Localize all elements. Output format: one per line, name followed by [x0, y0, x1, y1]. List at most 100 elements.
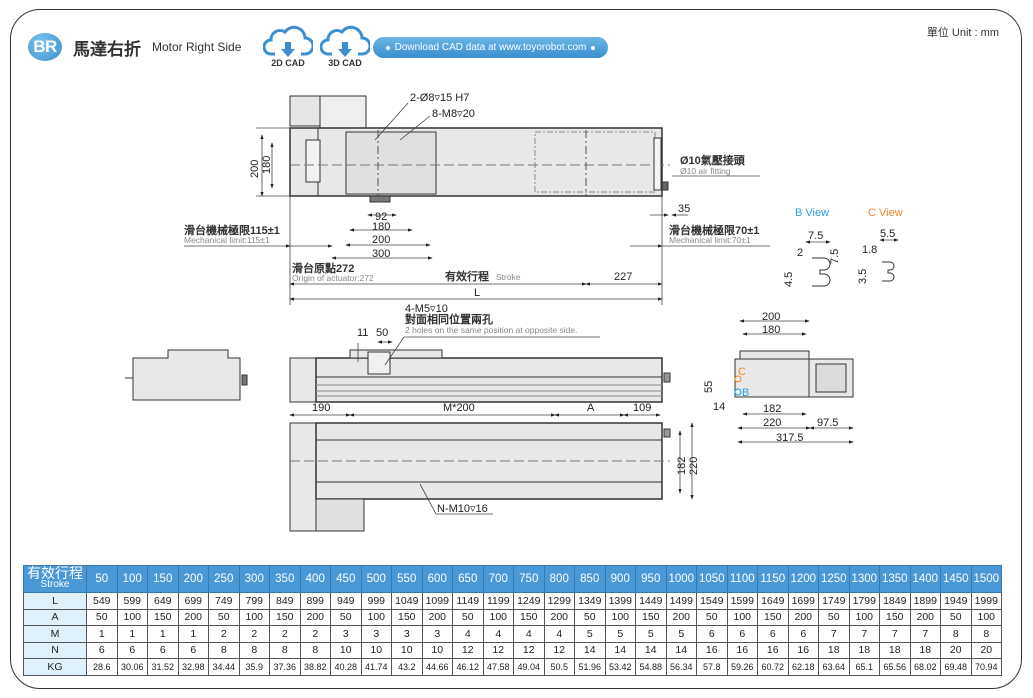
title-en: Motor Right Side [152, 40, 242, 54]
table-cell: 53.42 [604, 658, 636, 676]
table-cell: 57.8 [696, 658, 728, 676]
table-cell: 200 [177, 608, 209, 626]
hole-label-2: 8-M8▿20 [432, 108, 475, 120]
dim-L: L [474, 287, 480, 299]
table-cell: 16 [757, 641, 789, 659]
side-hole-label: 4-M5▿10 [405, 303, 448, 315]
table-cell: 200 [787, 608, 819, 626]
motor-end-view [125, 349, 248, 401]
c-view-title: C View [868, 207, 903, 219]
table-cell: 7 [879, 625, 911, 643]
table-cell: 1099 [421, 592, 453, 610]
table-cell: 50 [208, 608, 240, 626]
stroke-header: 有效行程 Stroke [23, 565, 87, 593]
table-cell: 100 [970, 608, 1002, 626]
table-cell: 6 [177, 641, 209, 659]
table-cell: 749 [208, 592, 240, 610]
table-cell: 1899 [909, 592, 941, 610]
table-cell: 18 [909, 641, 941, 659]
stroke-column-header: 1000 [665, 565, 697, 593]
table-cell: 69.48 [940, 658, 972, 676]
dim-50: 50 [376, 327, 388, 339]
table-cell: 18 [848, 641, 880, 659]
table-cell: 4 [543, 625, 575, 643]
table-cell: 949 [330, 592, 362, 610]
dim-300: 300 [372, 248, 390, 260]
page-frame [10, 9, 1022, 689]
download-cad-link[interactable]: Download CAD data at www.toyorobot.com [373, 37, 608, 58]
table-cell: 12 [452, 641, 484, 659]
air-fitting-en: Ø10 air fitting [680, 166, 731, 176]
stroke-zh: 有效行程 [445, 269, 489, 283]
side-hole-zh: 對面相同位置兩孔 [405, 312, 493, 326]
table-cell: 1149 [452, 592, 484, 610]
stroke-column-header: 350 [269, 565, 301, 593]
unit-label: 單位 Unit : mm [926, 27, 999, 39]
table-cell: 1699 [787, 592, 819, 610]
table-cell: 100 [238, 608, 270, 626]
stroke-column-header: 450 [330, 565, 362, 593]
row-label: KG [23, 658, 87, 676]
dim-200: 200 [249, 160, 261, 178]
table-cell: 1499 [665, 592, 697, 610]
table-cell: 549 [86, 592, 118, 610]
stroke-column-header: 200 [177, 565, 209, 593]
top-view-dims [184, 102, 770, 305]
stroke-column-header: 1100 [726, 565, 758, 593]
table-cell: 14 [665, 641, 697, 659]
table-cell: 899 [299, 592, 331, 610]
table-cell: 56.34 [665, 658, 697, 676]
b-dim-2: 2 [797, 247, 803, 259]
table-cell: 16 [726, 641, 758, 659]
dim-227: 227 [614, 271, 632, 283]
table-cell: 35.9 [238, 658, 270, 676]
stroke-column-header: 100 [116, 565, 148, 593]
table-cell: 18 [818, 641, 850, 659]
table-cell: 150 [269, 608, 301, 626]
table-cell: 8 [269, 641, 301, 659]
stroke-column-header: 250 [208, 565, 240, 593]
table-cell: 68.02 [909, 658, 941, 676]
table-cell: 150 [879, 608, 911, 626]
stroke-column-header: 1450 [940, 565, 972, 593]
table-cell: 1949 [940, 592, 972, 610]
stroke-column-header: 1050 [696, 565, 728, 593]
table-cell: 1449 [635, 592, 667, 610]
b-view: B View 7.5 2 7.5 4.5 [783, 207, 841, 287]
cad-3d-button[interactable] [320, 24, 370, 72]
dim-190: 190 [312, 402, 330, 414]
table-cell: 5 [665, 625, 697, 643]
table-cell: 1 [177, 625, 209, 643]
table-cell: 1649 [757, 592, 789, 610]
mech-limit-right-zh: 滑台機械極限70±1 [669, 223, 759, 237]
table-cell: 14 [574, 641, 606, 659]
stroke-column-header: 400 [299, 565, 331, 593]
hole-label-1: 2-Ø8▿15 H7 [410, 92, 469, 104]
table-cell: 6 [726, 625, 758, 643]
b-dim-4-5: 4.5 [783, 272, 795, 287]
table-cell: 6 [147, 641, 179, 659]
table-cell: 200 [909, 608, 941, 626]
table-cell: 38.82 [299, 658, 331, 676]
dim-m200: M*200 [443, 402, 475, 414]
cad-2d-button[interactable] [263, 24, 313, 72]
end-dim-317-5: 317.5 [776, 432, 804, 444]
stroke-column-header: 50 [86, 565, 118, 593]
dim-109: 109 [633, 402, 651, 414]
table-cell: 41.74 [360, 658, 392, 676]
table-cell: 1 [116, 625, 148, 643]
table-cell: 50 [696, 608, 728, 626]
b-view-title: B View [795, 207, 829, 219]
right-end-view [734, 350, 854, 398]
bottom-dim-182: 182 [676, 457, 688, 475]
table-cell: 100 [726, 608, 758, 626]
row-label: L [23, 592, 87, 610]
table-cell: 649 [147, 592, 179, 610]
label-B: B [742, 387, 749, 399]
table-cell: 1 [86, 625, 118, 643]
table-cell: 150 [635, 608, 667, 626]
c-dim-1-8: 1.8 [862, 244, 877, 256]
row-label: A [23, 608, 87, 626]
table-cell: 40.28 [330, 658, 362, 676]
